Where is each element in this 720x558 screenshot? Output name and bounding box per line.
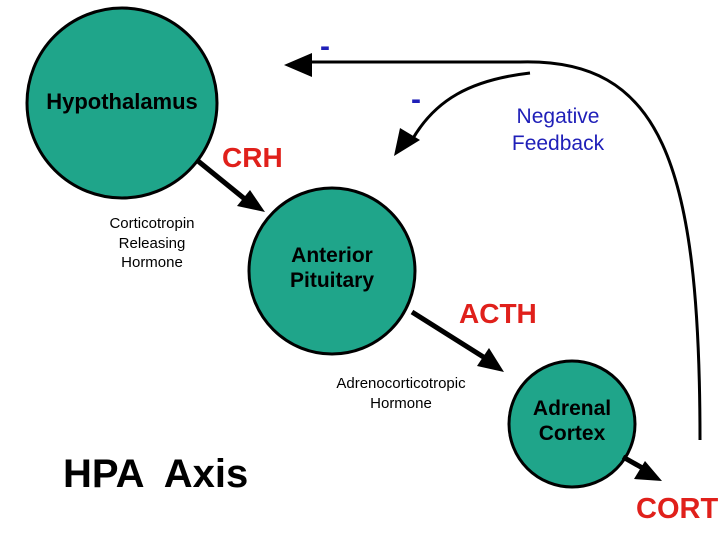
cort-label: CORT [636,493,719,525]
crh-description: Corticotropin Releasing Hormone [82,214,222,273]
hypothalamus-label: Hypothalamus [46,89,198,114]
acth-label: ACTH [459,298,537,329]
crh-description-line3: Hormone [121,254,183,271]
feedback-arrowhead-outer [284,53,312,77]
crh-label: CRH [222,142,283,173]
crh-arrow-head [237,190,265,212]
crh-description-line2: Releasing [118,234,186,252]
acth-arrow-line [410,309,487,361]
negative-feedback-line1: Negative [516,105,600,128]
adrenal-cortex-label: Adrenal Cortex [510,396,634,446]
feedback-curve-outer [312,60,702,441]
negative-feedback-label: Negative Feedback [492,103,624,158]
acth-arrow-head [477,348,504,372]
adrenal-cortex-label-line2: Cortex [538,422,606,446]
anterior-pituitary-label-line2: Pituitary [289,269,375,293]
acth-description-line2: Hormone [370,394,432,412]
feedback-arrowhead-inner [394,128,420,156]
acth-description: Adrenocorticotropic Hormone [306,374,496,413]
anterior-pituitary-node [247,186,417,356]
negative-feedback-line2: Feedback [511,132,605,156]
adrenal-cortex-node [507,359,637,489]
cort-arrow-head [634,461,662,481]
feedback-curve-inner [410,71,531,141]
feedback-minus-lower: - [411,83,421,116]
crh-arrow-line [196,159,248,202]
feedback-minus-upper: - [320,30,330,63]
crh-description-line1: Corticotropin [109,215,195,232]
anterior-pituitary-label: Anterior Pituitary [262,243,402,293]
acth-description-line1: Adrenocorticotropic [336,375,466,392]
adrenal-cortex-label-line1: Adrenal [532,397,612,420]
hypothalamus-node [25,6,219,200]
diagram-title: HPA Axis [63,452,249,496]
anterior-pituitary-label-line1: Anterior [291,244,373,267]
